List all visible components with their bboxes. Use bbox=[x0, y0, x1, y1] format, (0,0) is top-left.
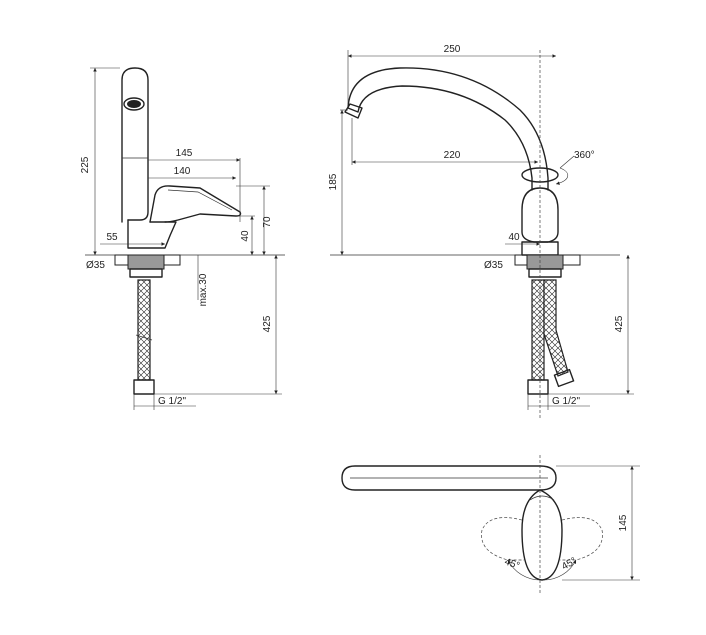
spout-outlet-hole bbox=[127, 100, 141, 108]
dim-front-dia35: Ø35 bbox=[484, 260, 503, 271]
lever-sweep-left bbox=[481, 517, 524, 561]
side-lever bbox=[149, 185, 242, 223]
dim-front-thread: G 1/2" bbox=[552, 396, 580, 407]
front-hose-fitting-left bbox=[527, 379, 549, 395]
dim-360: 360° bbox=[574, 150, 595, 161]
angle-right: 45° bbox=[560, 556, 579, 573]
front-mount-nut bbox=[526, 254, 564, 270]
front-mount-stud bbox=[528, 268, 562, 278]
lever-sweep-right bbox=[560, 517, 603, 561]
angle-arc-right bbox=[543, 559, 577, 581]
front-hose-fitting-right bbox=[553, 368, 575, 388]
front-spout-arc bbox=[347, 67, 549, 191]
dim-225: 225 bbox=[80, 156, 91, 173]
dim-220: 220 bbox=[444, 150, 461, 161]
dim-140: 140 bbox=[174, 166, 191, 177]
side-view: 225 145 140 70 40 55 Ø35 max.30 425 G 1/… bbox=[80, 67, 285, 410]
dim-425: 425 bbox=[262, 315, 273, 332]
dim-145: 145 bbox=[176, 148, 193, 159]
front-spout-tip bbox=[344, 103, 363, 119]
front-hose-left-braid bbox=[532, 280, 544, 380]
front-view: 250 220 360° 185 40 Ø35 425 G 1/2" bbox=[328, 44, 634, 420]
side-body bbox=[127, 219, 177, 249]
dim-front-425: 425 bbox=[614, 315, 625, 332]
dim-185: 185 bbox=[328, 173, 339, 190]
dim-55: 55 bbox=[106, 232, 118, 243]
side-spout-body bbox=[121, 67, 149, 223]
top-view: 45° 45° 145 bbox=[341, 455, 640, 595]
dim-front-40: 40 bbox=[508, 232, 520, 243]
front-body bbox=[521, 187, 559, 243]
side-hose-braid bbox=[138, 280, 150, 380]
dim-250: 250 bbox=[444, 44, 461, 55]
angle-left: 45° bbox=[503, 556, 521, 572]
dim-360-leader bbox=[559, 155, 575, 169]
side-mount-nut bbox=[127, 254, 165, 270]
lever-highlight bbox=[167, 189, 233, 211]
dim-dia35: Ø35 bbox=[86, 260, 105, 271]
front-hose-right-braid bbox=[544, 280, 568, 376]
dim-70: 70 bbox=[262, 216, 273, 228]
angle-arc-left bbox=[507, 559, 541, 581]
side-mount-stud bbox=[129, 268, 163, 278]
dim-thread: G 1/2" bbox=[158, 396, 186, 407]
spout-outlet-ellipse bbox=[123, 97, 145, 111]
hose-break bbox=[135, 334, 153, 341]
dim-max30: max.30 bbox=[198, 273, 209, 306]
top-body-detail bbox=[529, 495, 555, 501]
rotation-arrow bbox=[555, 167, 569, 185]
top-body bbox=[521, 489, 563, 581]
dim-top-145: 145 bbox=[618, 514, 629, 531]
side-hose-fitting bbox=[133, 379, 155, 395]
dim-40: 40 bbox=[240, 230, 251, 242]
